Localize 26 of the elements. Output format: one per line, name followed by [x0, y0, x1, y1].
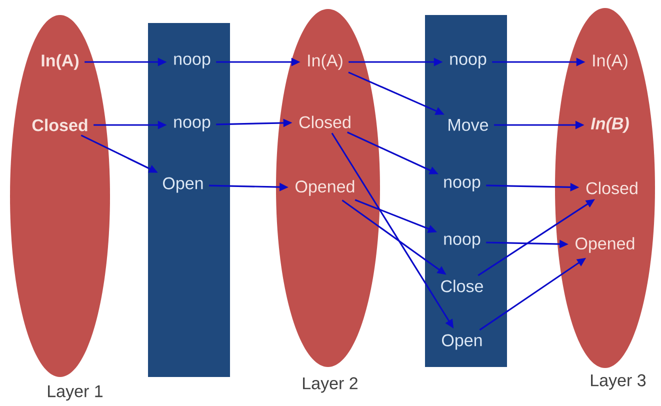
state-label: Closed [32, 118, 88, 132]
state-label: noop [174, 118, 210, 132]
state-label: In(A) [593, 54, 628, 70]
layer-label: Layer 1 [48, 385, 102, 401]
layer-ellipse [555, 8, 655, 368]
layer-label: Layer 3 [591, 374, 646, 390]
state-label: In(A) [308, 54, 342, 70]
state-label: Closed [299, 116, 350, 128]
state-label: Open [163, 177, 203, 193]
state-label: noop [450, 56, 486, 68]
state-label: noop [444, 236, 480, 248]
state-label: Move [448, 119, 488, 131]
action-column [148, 23, 230, 377]
state-label: noop [174, 56, 210, 68]
state-label: Close [441, 280, 483, 292]
layer-ellipse [10, 15, 110, 377]
state-label: In(B) [590, 117, 629, 133]
layer-ellipse [276, 9, 380, 367]
action-column [425, 15, 507, 367]
layer-label: Layer 2 [303, 377, 358, 393]
state-label: Opened [296, 180, 354, 196]
state-label: In(A) [42, 54, 79, 70]
state-label: Closed [586, 182, 638, 194]
state-label: noop [444, 178, 480, 192]
state-label: Opened [576, 237, 634, 253]
state-label: Open [442, 334, 482, 350]
